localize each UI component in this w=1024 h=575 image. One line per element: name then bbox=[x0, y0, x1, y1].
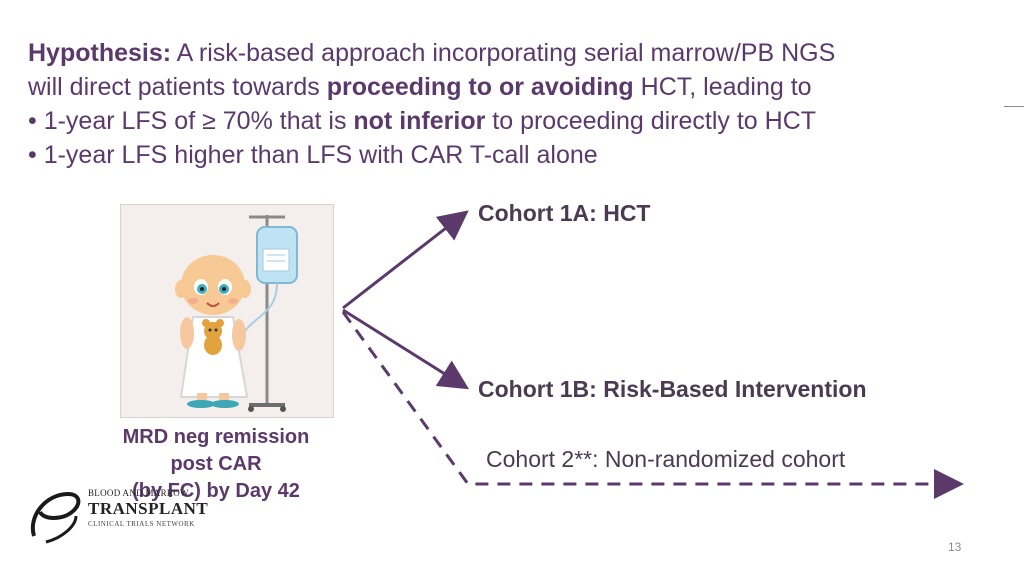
hypothesis-bullet-2: • 1-year LFS higher than LFS with CAR T-… bbox=[28, 141, 598, 169]
bmt-ctn-logo: BLOOD AND MARROW TRANSPLANT CLINICAL TRI… bbox=[26, 486, 226, 546]
hypothesis-line-2: will direct patients towards proceeding … bbox=[28, 70, 988, 104]
patient-caption: MRD neg remission post CAR (by FC) by Da… bbox=[104, 424, 328, 505]
caption-line-2: post CAR bbox=[170, 453, 262, 475]
hypothesis-label: Hypothesis: bbox=[28, 39, 172, 67]
page-number: 13 bbox=[948, 540, 962, 554]
arrow-to-cohort-1b bbox=[342, 308, 470, 390]
bullet1-post: to proceeding directly to HCT bbox=[485, 107, 817, 135]
cohort-1a-label: Cohort 1A: HCT bbox=[478, 200, 651, 226]
hypothesis-bullet-1: • 1-year LFS of ≥ 70% that is not inferi… bbox=[28, 104, 988, 138]
logo-line-2: TRANSPLANT bbox=[88, 499, 209, 518]
arrow-to-cohort-1a bbox=[342, 210, 469, 310]
corner-rule bbox=[1004, 106, 1024, 107]
hypothesis-line-1: Hypothesis: A risk-based approach incorp… bbox=[28, 36, 988, 70]
caption-line-3: (by FC) by Day 42 bbox=[132, 480, 300, 502]
dashed-arrow-to-cohort-2 bbox=[341, 311, 964, 499]
logo-line-1: BLOOD AND MARROW bbox=[88, 488, 189, 498]
hypothesis-line2-post: HCT, leading to bbox=[633, 73, 812, 101]
hypothesis-line2-pre: will direct patients towards bbox=[28, 73, 327, 101]
hypothesis-line1-text: A risk-based approach incorporating seri… bbox=[171, 39, 836, 67]
caption-line-1: MRD neg remission bbox=[122, 426, 310, 448]
hypothesis-line2-bold: proceeding to or avoiding bbox=[326, 73, 634, 101]
child-iv-pole-icon bbox=[175, 215, 298, 412]
bullet1-pre: • 1-year LFS of ≥ 70% that is bbox=[28, 107, 354, 135]
cohort-1b-label: Cohort 1B: Risk-Based Intervention bbox=[478, 376, 867, 402]
hypothesis-text: Hypothesis: A risk-based approach incorp… bbox=[28, 36, 988, 172]
cohort-2-label: Cohort 2**: Non-randomized cohort bbox=[486, 446, 846, 472]
logo-line-3: CLINICAL TRIALS NETWORK bbox=[88, 520, 195, 528]
bullet1-bold: not inferior bbox=[353, 107, 486, 135]
bmt-swirl-icon bbox=[30, 491, 81, 544]
patient-illustration bbox=[120, 204, 334, 418]
